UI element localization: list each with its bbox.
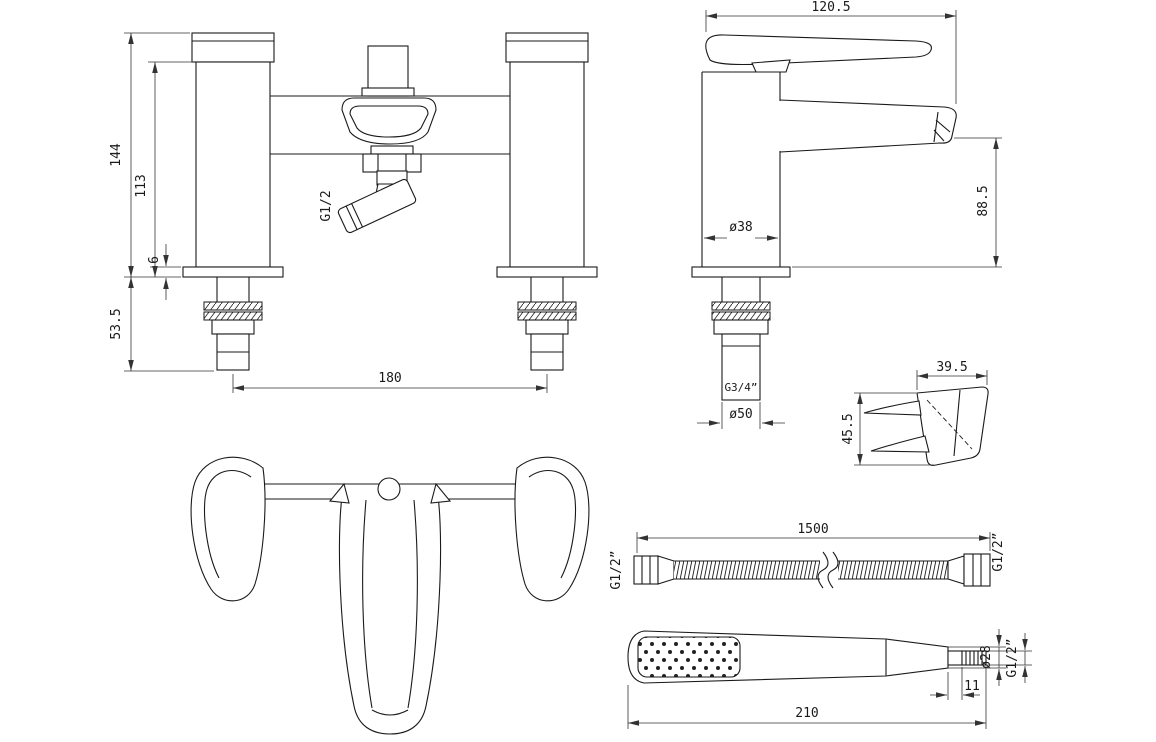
dim-label-body-height: 113 — [134, 174, 149, 197]
hose-body — [674, 551, 948, 589]
side-dimensions: 120.5 88.5 ø38 G3/4” ø50 — [697, 0, 1002, 429]
front-perspective-view — [190, 456, 590, 735]
front-elevation-view: 144 113 6 53.5 180 G1/2 — [109, 32, 598, 393]
label-inlet-thread: G3/4” — [724, 381, 757, 394]
handset-view: ø28 G1/2” 11 210 — [627, 629, 1032, 729]
deck-flange — [691, 266, 791, 278]
dim-label-thread-length: 11 — [964, 679, 980, 694]
spout-perspective — [328, 482, 452, 735]
front-dimensions: 144 113 6 53.5 180 G1/2 — [109, 32, 548, 393]
right-pillar — [496, 32, 598, 278]
diverter-knob — [361, 45, 415, 97]
left-pillar — [182, 32, 284, 278]
dim-label-overall-width: 120.5 — [811, 0, 850, 15]
side-elevation-view: 120.5 88.5 ø38 G3/4” ø50 — [691, 0, 1002, 429]
bracket-hook-lower — [870, 435, 930, 453]
dim-label-deck-thickness: 6 — [147, 256, 162, 264]
handset-dimensions: ø28 G1/2” 11 210 — [627, 629, 1032, 729]
lever-handle — [705, 34, 932, 66]
wall-bracket-view: 39.5 45.5 — [841, 360, 989, 466]
label-handset-thread: G1/2” — [1005, 638, 1020, 677]
bracket-body — [916, 386, 989, 466]
side-fixing-tail — [711, 277, 771, 401]
left-lever-handle — [190, 456, 266, 602]
handset-fitting — [947, 650, 987, 666]
dim-label-under-deck: 53.5 — [109, 308, 124, 339]
dim-label-tap-centres: 180 — [378, 371, 401, 386]
spout-front — [341, 97, 437, 145]
spray-face — [637, 636, 741, 678]
dim-label-bracket-height: 45.5 — [841, 413, 856, 444]
bracket-hook-upper — [863, 400, 922, 416]
label-hose-thread-left: G1/2” — [609, 550, 624, 589]
shower-hose-view: 1500 G1/2” G1/2” — [609, 522, 1006, 590]
dim-label-bracket-width: 39.5 — [936, 360, 967, 375]
handle-neck — [751, 59, 791, 73]
left-fixing-tail — [203, 276, 263, 371]
diverter-pull — [377, 477, 401, 501]
dim-label-handset-length: 210 — [795, 706, 818, 721]
dim-label-body-diameter: ø38 — [729, 220, 752, 235]
dim-label-hose-length: 1500 — [797, 522, 828, 537]
right-fixing-tail — [517, 276, 577, 371]
hose-right-fitting — [947, 553, 991, 587]
spout-side — [779, 99, 957, 153]
label-hose-thread-right: G1/2” — [991, 532, 1006, 571]
right-lever-handle — [514, 456, 590, 602]
hose-left-fitting — [633, 555, 675, 585]
bracket-dimensions: 39.5 45.5 — [841, 360, 988, 466]
shower-outlet — [337, 145, 422, 234]
dim-label-spout-height: 88.5 — [976, 185, 991, 216]
label-outlet-thread: G1/2 — [319, 190, 334, 221]
break-symbol — [817, 551, 829, 589]
dim-label-base-diameter: ø50 — [729, 407, 752, 422]
dim-label-total-height: 144 — [109, 143, 124, 167]
